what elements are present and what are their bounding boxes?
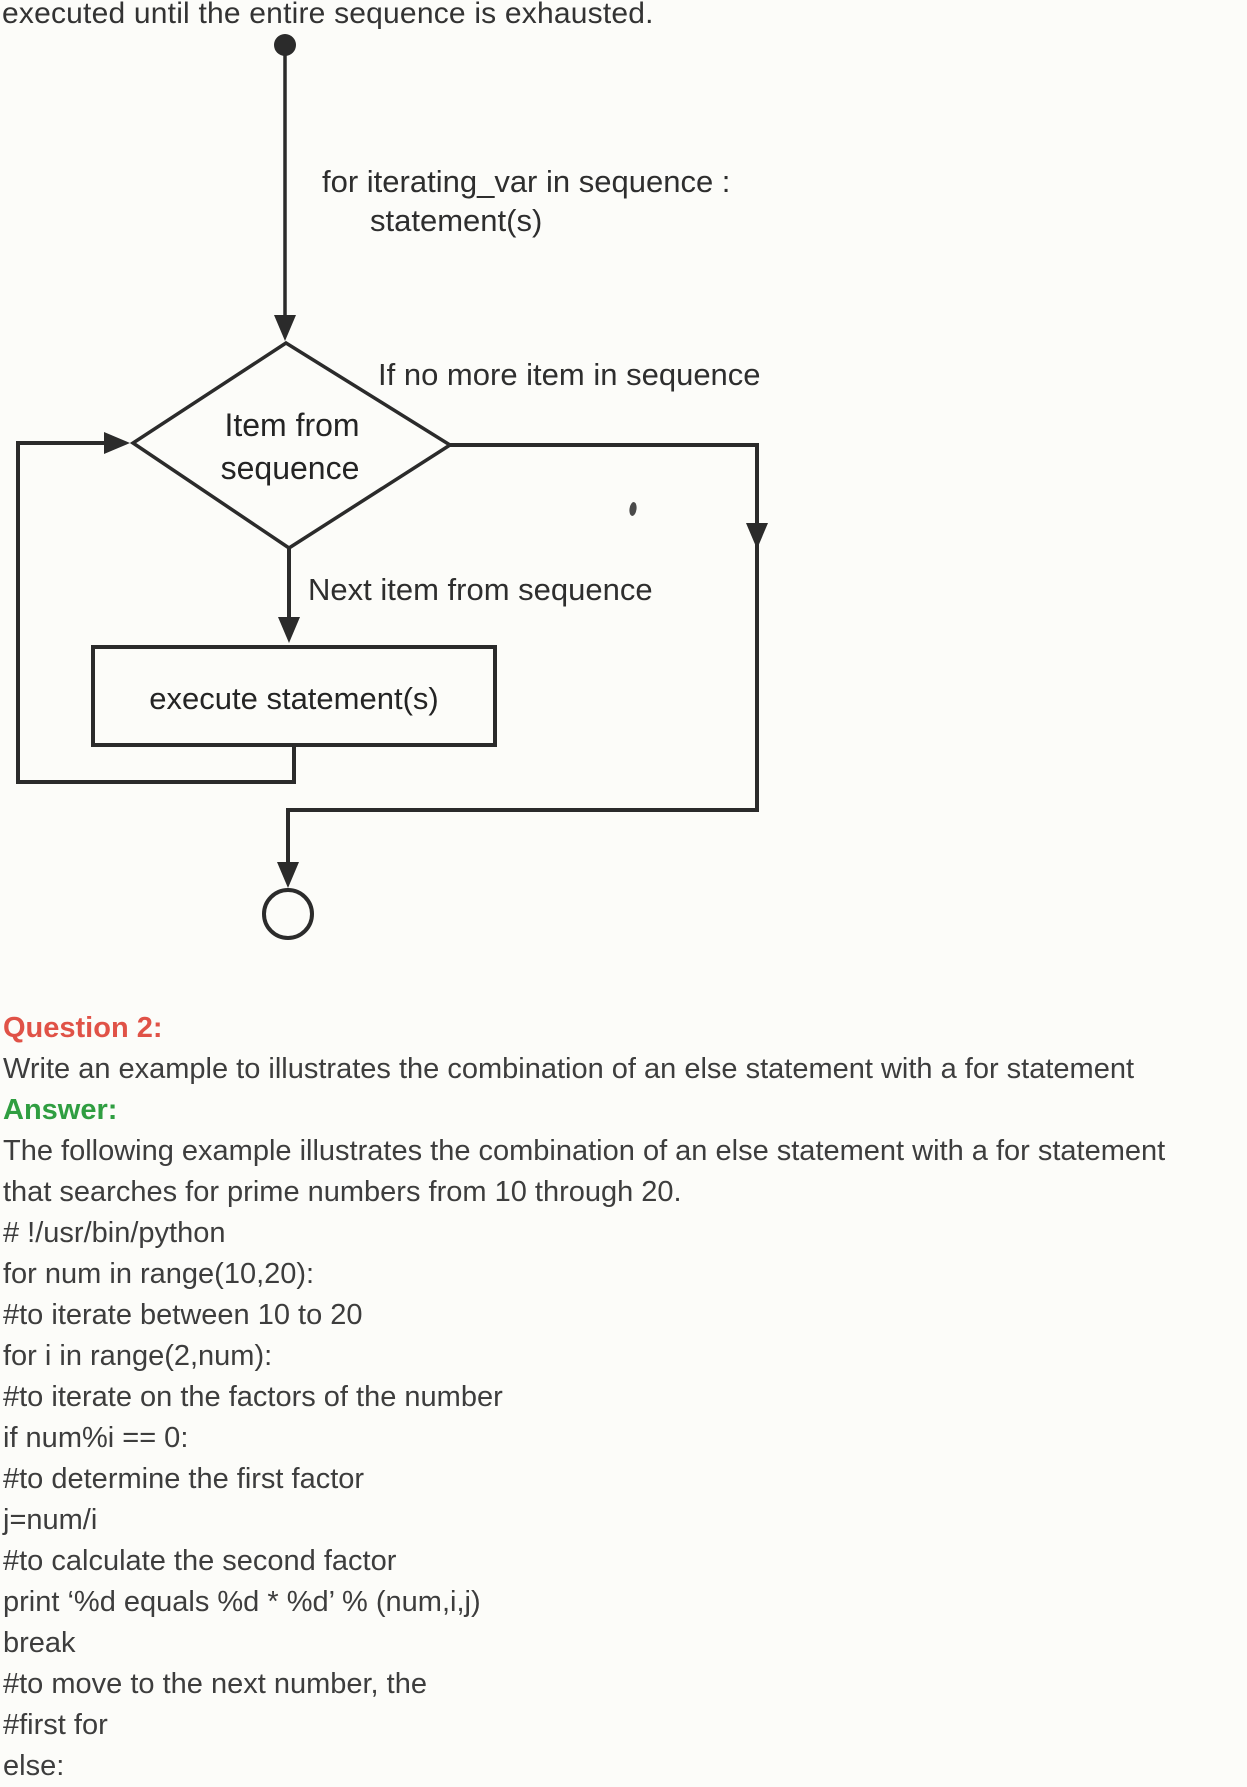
decision-label-line2: sequence xyxy=(221,450,360,486)
end-node-circle xyxy=(262,888,314,940)
arrowhead-into-decision xyxy=(274,315,296,341)
answer-text-line: that searches for prime numbers from 10 … xyxy=(3,1176,682,1208)
code-line: for i in range(2,num): xyxy=(3,1340,273,1372)
arrowhead-loop-back xyxy=(104,432,130,454)
answer-text-line: The following example illustrates the co… xyxy=(3,1135,1166,1167)
code-line: if num%i == 0: xyxy=(3,1422,189,1454)
process-box-label: execute statement(s) xyxy=(149,681,438,716)
loop-back-line xyxy=(16,441,296,784)
decision-label-line1: Item from xyxy=(224,407,359,443)
code-line: #to iterate on the factors of the number xyxy=(3,1381,503,1413)
question-answer-section: Question 2: Write an example to illustra… xyxy=(3,1008,1247,1787)
question-text: Write an example to illustrates the comb… xyxy=(3,1053,1135,1085)
exit-condition-label: If no more item in sequence xyxy=(378,357,761,392)
code-line: #first for xyxy=(3,1709,108,1741)
loop-header-label-line1: for iterating_var in sequence : xyxy=(322,164,730,199)
scan-artifact-mark xyxy=(629,502,637,516)
arrowhead-exit-down xyxy=(746,523,768,549)
code-line: #to determine the first factor xyxy=(3,1463,365,1495)
code-line: for num in range(10,20): xyxy=(3,1258,315,1290)
code-line: # !/usr/bin/python xyxy=(3,1217,226,1249)
start-node-dot xyxy=(274,34,296,56)
code-line: #to move to the next number, the xyxy=(3,1668,427,1700)
code-line: j=num/i xyxy=(3,1504,98,1536)
answer-heading: Answer: xyxy=(3,1094,118,1126)
arrowhead-into-end xyxy=(277,862,299,888)
code-line: print ‘%d equals %d * %d’ % (num,i,j) xyxy=(3,1586,481,1618)
page-top-text: executed until the entire sequence is ex… xyxy=(2,0,654,30)
code-line: #to calculate the second factor xyxy=(3,1545,397,1577)
next-item-label: Next item from sequence xyxy=(308,572,653,607)
code-line: #to iterate between 10 to 20 xyxy=(3,1299,363,1331)
exit-flow-line xyxy=(286,443,759,864)
loop-header-label-line2: statement(s) xyxy=(370,203,542,238)
question-heading: Question 2: xyxy=(3,1012,163,1044)
arrowhead-into-process xyxy=(278,617,300,643)
code-line: break xyxy=(3,1627,76,1659)
for-loop-flowchart: for iterating_var in sequence : statemen… xyxy=(16,34,768,940)
